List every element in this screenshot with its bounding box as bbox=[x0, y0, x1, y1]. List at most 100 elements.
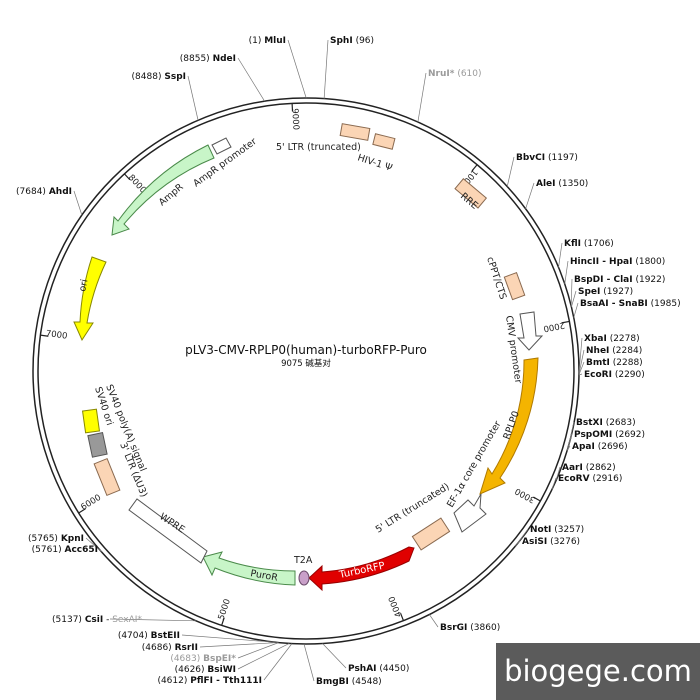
feature-label-hiv1-psi: HIV-1 Ψ bbox=[356, 152, 394, 174]
tick-label-6000: 6000 bbox=[79, 493, 103, 513]
tick-5000 bbox=[221, 617, 225, 626]
site-leader-6 bbox=[564, 260, 569, 284]
site-label-ecori: EcoRI (2290) bbox=[584, 370, 645, 380]
feature-sv40-ori bbox=[81, 408, 101, 434]
site-name: BspDI - ClaI bbox=[574, 275, 633, 285]
site-leader-17 bbox=[555, 466, 561, 481]
feature-rre bbox=[454, 178, 488, 209]
site-position: (610) bbox=[457, 69, 481, 79]
feature-ori bbox=[73, 256, 107, 342]
site-label-bmti: BmtI (2288) bbox=[586, 358, 643, 368]
site-label-bsrgi: BsrGI (3860) bbox=[440, 623, 500, 633]
site-label-bstxi: BstXI (2683) bbox=[576, 418, 636, 428]
site-position: (1922) bbox=[635, 275, 665, 285]
site-position: (5137) bbox=[52, 615, 82, 625]
feature-cppt bbox=[503, 272, 526, 301]
site-position: (1985) bbox=[651, 299, 681, 309]
site-position: (2696) bbox=[598, 442, 628, 452]
site-separator: - bbox=[103, 615, 112, 625]
site-name: BstXI bbox=[576, 418, 603, 428]
site-label-bsiwi: (4626) BsiWI bbox=[175, 665, 236, 675]
tick-4000 bbox=[399, 612, 405, 621]
site-position: (8488) bbox=[132, 72, 162, 82]
site-name: BmtI bbox=[586, 358, 610, 368]
site-leader-29 bbox=[109, 618, 196, 622]
site-label-rsrii: (4686) RsrII bbox=[142, 643, 198, 653]
site-label-nhei: NheI (2284) bbox=[586, 346, 642, 356]
tick-label-7000: 7000 bbox=[45, 329, 68, 342]
tick-2000 bbox=[561, 320, 570, 324]
site-leader-1 bbox=[323, 39, 329, 99]
site-name: RsrII bbox=[175, 643, 198, 653]
site-name: PflFI - Tth111I bbox=[190, 676, 262, 686]
site-position: (4686) bbox=[142, 643, 172, 653]
site-name: EcoRI bbox=[584, 370, 612, 380]
site-label-spei: SpeI (1927) bbox=[578, 287, 633, 297]
tick-6000 bbox=[78, 508, 86, 514]
site-label-mlui: (1) MluI bbox=[249, 36, 286, 46]
site-name: Acc65I bbox=[64, 545, 98, 555]
site-leader-11 bbox=[578, 349, 585, 374]
site-leader-15 bbox=[567, 433, 573, 450]
site-position: (2284) bbox=[612, 346, 642, 356]
site-name: BspEI* bbox=[203, 654, 236, 664]
site-leader-31 bbox=[85, 537, 102, 552]
site-position: (4626) bbox=[175, 665, 205, 675]
site-leader-4 bbox=[525, 182, 535, 209]
site-name: NotI bbox=[530, 525, 551, 535]
site-leader-20 bbox=[515, 540, 521, 547]
site-leader-2 bbox=[417, 72, 427, 123]
site-position: (1706) bbox=[584, 239, 614, 249]
site-label-pshai: PshAI (4450) bbox=[348, 664, 409, 674]
site-name: SpeI bbox=[578, 287, 600, 297]
feature-3ltr bbox=[93, 457, 121, 497]
site-leader-19 bbox=[517, 528, 529, 544]
site-label-asisi: AsiSI (3276) bbox=[522, 537, 580, 547]
site-name: AsiSI bbox=[522, 537, 547, 547]
site-name: EcoRV bbox=[558, 474, 590, 484]
site-label-hincii-hpai: HincII - HpaI (1800) bbox=[570, 257, 665, 267]
site-name: NruI* bbox=[428, 69, 455, 79]
site-leader-24 bbox=[263, 643, 293, 681]
site-leader-27 bbox=[199, 642, 279, 648]
site-name: AarI bbox=[562, 463, 583, 473]
site-position: (1350) bbox=[558, 179, 588, 189]
site-label-bsaai-snabi: BsaAI - SnaBI (1985) bbox=[580, 299, 681, 309]
feature-sv40-polya bbox=[87, 431, 108, 458]
site-name: HincII - HpaI bbox=[570, 257, 632, 267]
feature-ef1a-promoter bbox=[453, 493, 487, 533]
feature-label-puror: PuroR bbox=[249, 568, 279, 584]
site-leader-32 bbox=[73, 190, 83, 216]
site-label-csii: (5137) CsiI - SexAI* bbox=[52, 615, 142, 625]
site-position: (3257) bbox=[554, 525, 584, 535]
site-name: ApaI bbox=[572, 442, 595, 452]
feature-puror bbox=[202, 551, 296, 586]
site-name: XbaI bbox=[584, 334, 607, 344]
site-position: (2862) bbox=[586, 463, 616, 473]
site-label-pspomi: PspOMI (2692) bbox=[574, 430, 645, 440]
site-label-bspei-: (4683) BspEI* bbox=[170, 654, 236, 664]
site-position: (4612) bbox=[157, 676, 187, 686]
site-leader-5 bbox=[558, 242, 563, 268]
site-leader-26 bbox=[237, 642, 279, 659]
site-position: (5765) bbox=[28, 534, 58, 544]
feature-t2a bbox=[298, 570, 310, 586]
site-name: KpnI bbox=[61, 534, 84, 544]
feature-label-ef1a: EF-1α core promoter bbox=[445, 419, 504, 509]
site-position: (3860) bbox=[470, 623, 500, 633]
site-label-sspi: (8488) SspI bbox=[132, 72, 186, 82]
site-position: (2916) bbox=[592, 474, 622, 484]
site-label-acc65i: (5761) Acc65I bbox=[32, 545, 98, 555]
tick-1000 bbox=[471, 164, 478, 172]
site-position: (2692) bbox=[615, 430, 645, 440]
plasmid-title: pLV3-CMV-RPLP0(human)-turboRFP-Puro bbox=[185, 343, 427, 357]
site-label-bmgbi: BmgBI (4548) bbox=[316, 677, 382, 687]
site-name: PspOMI bbox=[574, 430, 612, 440]
site-name: BsiWI bbox=[207, 665, 236, 675]
site-label-alei: AleI (1350) bbox=[536, 179, 588, 189]
site-leader-28 bbox=[181, 634, 275, 643]
site-name: NdeI bbox=[213, 54, 236, 64]
site-position: (5761) bbox=[32, 545, 62, 555]
site-leader-22 bbox=[322, 643, 347, 669]
site-position: (1800) bbox=[635, 257, 665, 267]
